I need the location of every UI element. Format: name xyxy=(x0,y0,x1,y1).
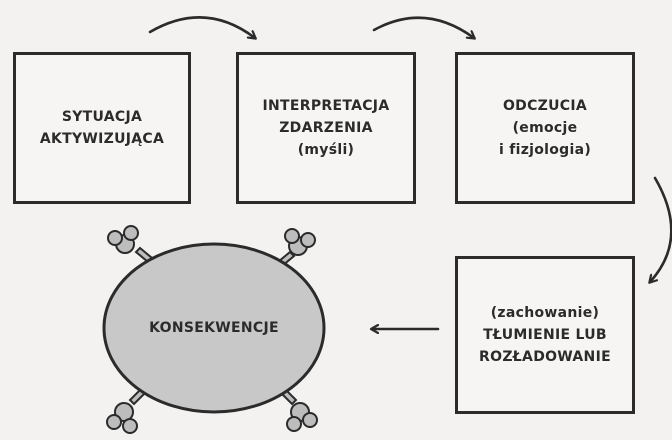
interpretation-line-1: INTERPRETACJA xyxy=(262,98,390,114)
feelings-line-2: (emocje xyxy=(512,120,578,136)
interpretation-line-2: ZDARZENIA xyxy=(279,120,373,136)
trigger-line-1: SYTUACJA xyxy=(61,109,143,125)
behavior-line-1: (zachowanie) xyxy=(490,305,600,321)
trigger-box: SYTUACJA AKTYWIZUJĄCA xyxy=(13,52,191,204)
trigger-line-2: AKTYWIZUJĄCA xyxy=(39,131,165,147)
behavior-line-3: ROZŁADOWANIE xyxy=(479,349,611,365)
feelings-line-3: i fizjologia) xyxy=(498,142,592,158)
arrow-trigger-to-interpretation xyxy=(148,16,255,38)
arrow-interpretation-to-feelings xyxy=(372,16,474,38)
consequences-label: KONSEKWENCJE xyxy=(149,320,279,336)
behavior-box: (zachowanie) TŁUMIENIE LUB ROZŁADOWANIE xyxy=(455,256,635,414)
interpretation-line-3: (myśli) xyxy=(297,142,355,158)
feelings-line-1: ODCZUCIA xyxy=(502,98,588,114)
feelings-box: ODCZUCIA (emocje i fizjologia) xyxy=(455,52,635,204)
behavior-line-2: TŁUMIENIE LUB xyxy=(483,327,607,343)
consequences-ellipse xyxy=(102,242,326,414)
arrow-feelings-to-behavior xyxy=(650,176,672,282)
interpretation-box: INTERPRETACJA ZDARZENIA (myśli) xyxy=(236,52,416,204)
